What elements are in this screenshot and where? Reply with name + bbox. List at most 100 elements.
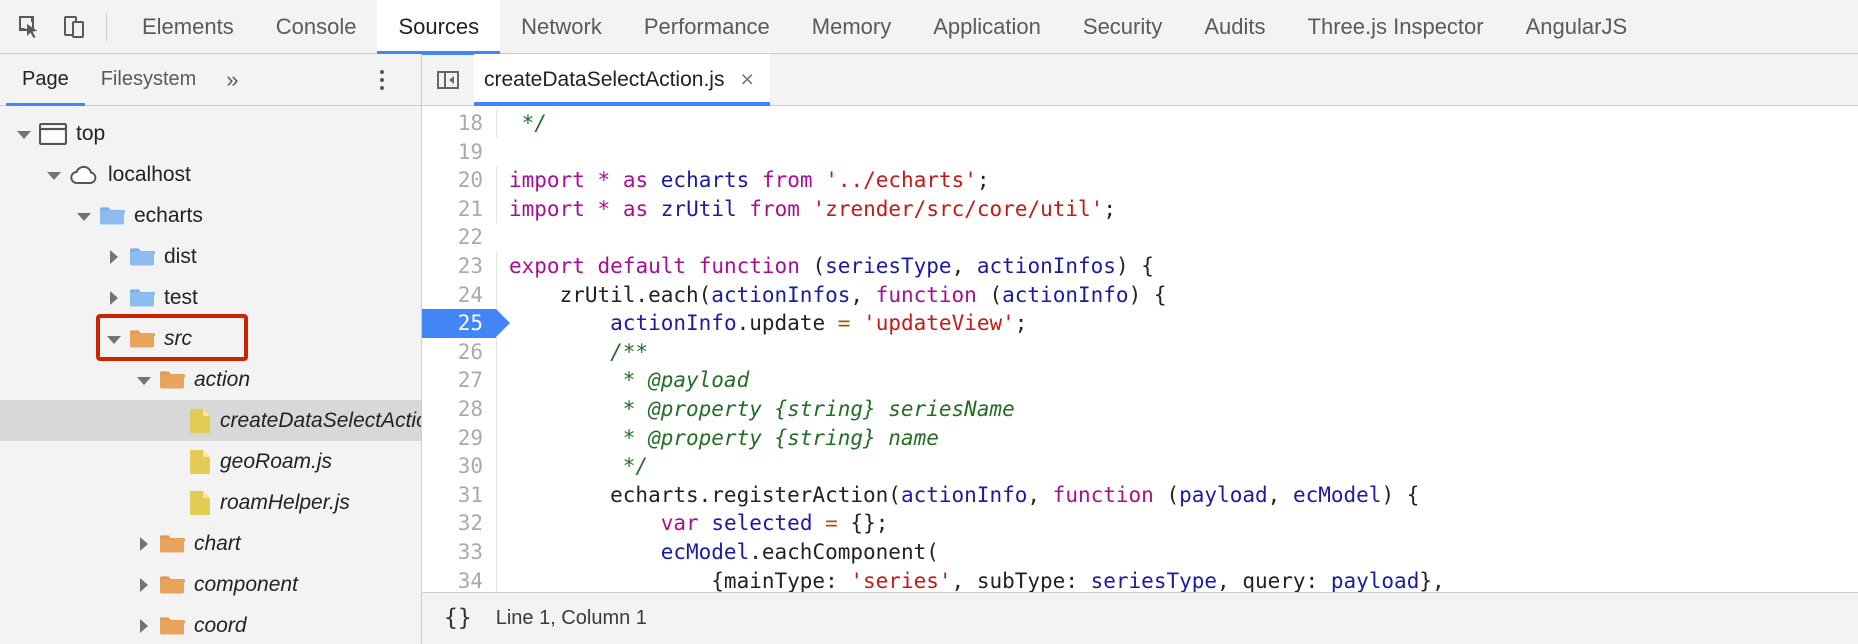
chevron-open-icon[interactable] xyxy=(74,205,96,227)
chevron-open-icon[interactable] xyxy=(104,328,126,350)
token-kw: import xyxy=(509,168,585,193)
tree-item-dist[interactable]: dist xyxy=(0,236,421,277)
chevron-open-icon[interactable] xyxy=(134,369,156,391)
line-number[interactable]: 34 xyxy=(457,568,483,593)
panel-tabbar: Elements Console Sources Network Perform… xyxy=(0,0,1858,55)
panel-tab-memory[interactable]: Memory xyxy=(811,13,892,39)
token-pln: ; xyxy=(1103,196,1116,221)
code-line[interactable]: 31 echarts.registerAction(actionInfo, fu… xyxy=(422,480,1858,510)
editor-file-tab[interactable]: createDataSelectAction.js × xyxy=(474,54,770,106)
panel-tab-audits[interactable]: Audits xyxy=(1204,13,1266,39)
chevron-open-icon[interactable] xyxy=(44,164,66,186)
panel-tab-sources[interactable]: Sources xyxy=(377,0,501,55)
line-number[interactable]: 32 xyxy=(457,511,483,536)
line-number[interactable]: 28 xyxy=(457,396,483,421)
line-number[interactable]: 27 xyxy=(457,368,483,393)
tree-item-action[interactable]: action xyxy=(0,359,421,400)
token-id: seriesType xyxy=(825,253,952,278)
tree-item-echarts[interactable]: echarts xyxy=(0,195,421,236)
line-number[interactable]: 22 xyxy=(457,225,483,250)
tree-item-label: createDataSelectAction.js xyxy=(220,409,421,432)
tree-item-createdataselectaction-js[interactable]: createDataSelectAction.js xyxy=(0,400,421,441)
line-number[interactable]: 18 xyxy=(457,111,483,135)
chevron-closed-icon[interactable] xyxy=(104,287,126,309)
token-id: seriesType xyxy=(1090,568,1218,593)
panel-tab-threejs-inspector[interactable]: Three.js Inspector xyxy=(1307,13,1484,39)
token-cmt: * @property {string} name xyxy=(509,425,939,450)
inspect-element-icon[interactable] xyxy=(11,8,49,46)
token-str: 'zrender/src/core/util' xyxy=(812,196,1104,221)
nav-tab-filesystem[interactable]: Filesystem xyxy=(100,68,197,90)
panel-tab-network[interactable]: Network xyxy=(521,13,602,39)
code-line[interactable]: 24 zrUtil.each(actionInfos, function (ac… xyxy=(422,280,1858,310)
token-pln: ( xyxy=(799,253,826,278)
chevron-open-icon[interactable] xyxy=(14,123,36,145)
nav-tab-page[interactable]: Page xyxy=(6,54,85,107)
tree-item-top[interactable]: top xyxy=(0,113,421,154)
code-line[interactable]: 34 {mainType: 'series', subType: seriesT… xyxy=(422,566,1858,593)
tree-item-src[interactable]: src xyxy=(0,318,421,359)
code-line-text: */ xyxy=(496,109,1858,138)
chevron-closed-icon[interactable] xyxy=(134,533,156,555)
panel-tab-performance[interactable]: Performance xyxy=(643,13,770,39)
panel-tab-angularjs[interactable]: AngularJS xyxy=(1525,13,1628,39)
panel-tab-console[interactable]: Console xyxy=(275,13,357,39)
code-line[interactable]: 33 ecModel.eachComponent( xyxy=(422,537,1858,567)
tree-item-chart[interactable]: chart xyxy=(0,523,421,564)
line-number[interactable]: 29 xyxy=(457,425,483,450)
code-line[interactable]: 27 * @payload xyxy=(422,366,1858,395)
folder-blue-icon xyxy=(99,205,125,227)
code-line[interactable]: 30 */ xyxy=(422,452,1858,481)
folder-orange-icon xyxy=(159,615,185,637)
tree-item-coord[interactable]: coord xyxy=(0,605,421,644)
line-number[interactable]: 23 xyxy=(457,253,483,278)
device-toolbar-icon[interactable] xyxy=(55,8,93,46)
line-number[interactable]: 31 xyxy=(457,482,483,507)
line-number[interactable]: 26 xyxy=(457,339,483,364)
folder-orange-icon xyxy=(159,533,185,555)
tree-item-roamhelper-js[interactable]: roamHelper.js xyxy=(0,482,421,523)
folder-orange-icon xyxy=(159,369,185,391)
panel-tab-elements[interactable]: Elements xyxy=(142,13,234,39)
tree-item-component[interactable]: component xyxy=(0,564,421,605)
line-number[interactable]: 20 xyxy=(457,168,483,193)
line-number[interactable]: 25 xyxy=(422,309,510,338)
tree-spacer xyxy=(164,492,186,514)
token-pln: }, xyxy=(1419,568,1445,593)
code-line[interactable]: 28 * @property {string} seriesName xyxy=(422,394,1858,424)
panel-tab-application[interactable]: Application xyxy=(933,13,1041,39)
line-number[interactable]: 19 xyxy=(457,139,483,164)
nav-overflow-icon[interactable]: » xyxy=(226,66,239,92)
code-line[interactable]: 26 /** xyxy=(422,337,1858,367)
token-id: actionInfo xyxy=(610,311,737,336)
tree-item-test[interactable]: test xyxy=(0,277,421,318)
tree-item-localhost[interactable]: localhost xyxy=(0,154,421,195)
token-kw: export xyxy=(509,253,585,278)
line-number[interactable]: 24 xyxy=(457,282,483,307)
chevron-closed-icon[interactable] xyxy=(104,246,126,268)
chevron-closed-icon[interactable] xyxy=(134,615,156,637)
line-number[interactable]: 30 xyxy=(457,454,483,479)
line-number[interactable]: 33 xyxy=(457,539,483,564)
code-line[interactable]: 22 xyxy=(422,223,1858,252)
panel-tab-security[interactable]: Security xyxy=(1082,13,1163,39)
chevron-closed-icon[interactable] xyxy=(134,574,156,596)
code-line[interactable]: 29 * @property {string} name xyxy=(422,423,1858,453)
code-line[interactable]: 32 var selected = {}; xyxy=(422,509,1858,538)
tree-item-georoam-js[interactable]: geoRoam.js xyxy=(0,441,421,482)
pretty-print-icon[interactable]: {} xyxy=(444,605,472,631)
token-cmt: */ xyxy=(521,111,547,135)
code-line[interactable]: 25 actionInfo.update = 'updateView'; xyxy=(422,309,1858,338)
close-icon[interactable]: × xyxy=(740,66,754,92)
code-line[interactable]: 19 xyxy=(422,138,1858,167)
more-options-icon[interactable] xyxy=(369,65,395,95)
collapse-navigator-icon[interactable] xyxy=(422,54,474,105)
token-kw: * xyxy=(597,196,611,221)
line-number[interactable]: 21 xyxy=(457,196,483,221)
code-line[interactable]: 18 */ xyxy=(422,109,1858,138)
